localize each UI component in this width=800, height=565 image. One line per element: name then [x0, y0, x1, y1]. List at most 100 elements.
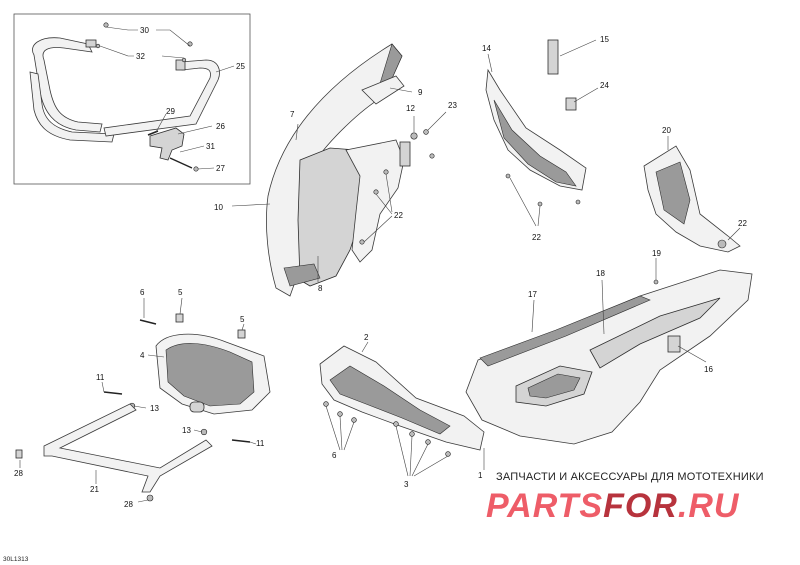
plug-28a: [15, 449, 23, 459]
leader-16: [677, 345, 707, 363]
leader-32: [99, 45, 134, 57]
leader-25: [215, 65, 235, 73]
callout-7: 7: [290, 110, 295, 119]
screw-3d: [445, 451, 451, 457]
grille-mesh: [165, 343, 255, 407]
grille-lamp: [189, 401, 205, 413]
screw-6c: [351, 417, 357, 423]
leader-9: [389, 87, 413, 93]
callout-24: 24: [600, 81, 609, 90]
callout-20: 20: [662, 126, 671, 135]
callout-30: 30: [140, 26, 149, 35]
rivet-22g: [575, 199, 581, 205]
leader-13a: [133, 405, 147, 409]
callout-2: 2: [364, 333, 369, 342]
screw-3c: [425, 439, 431, 445]
grommet-22: [717, 239, 727, 249]
callout-11-left: 11: [96, 373, 105, 382]
nut-32-left: [95, 43, 101, 49]
leader-13b: [193, 429, 203, 433]
callout-29: 29: [166, 107, 175, 116]
leader-27: [197, 167, 215, 170]
leader-26: [177, 125, 213, 135]
clip-5a: [175, 313, 184, 323]
callout-5-right: 5: [240, 315, 245, 324]
screw-3a: [393, 421, 399, 427]
callout-1: 1: [478, 471, 483, 480]
tube-end-cap-right: [175, 59, 186, 71]
leader-22-a: [375, 193, 393, 215]
callout-31: 31: [206, 142, 215, 151]
callout-6-top: 6: [140, 288, 145, 297]
callout-11-right: 11: [256, 439, 265, 448]
leader-5b: [241, 323, 245, 331]
diagram-code: 30L1313: [3, 556, 29, 563]
watermark-logo: PARTSFOR.RU: [486, 487, 740, 525]
leader-6-c: [343, 421, 355, 451]
washer-13b: [200, 428, 208, 436]
callout-18: 18: [596, 269, 605, 278]
bracket-15: [547, 39, 559, 75]
leader-31: [179, 145, 205, 153]
rivet-19: [653, 279, 659, 285]
leader-22-f: [537, 205, 541, 227]
side-fairing-17-trim: [479, 295, 651, 367]
callout-5-top: 5: [178, 288, 183, 297]
brace-9: [361, 75, 405, 105]
inset-frame: [13, 13, 251, 185]
side-panel-14-group: 14 15 24 22: [482, 35, 609, 242]
leader-3-c: [411, 443, 429, 477]
fairing-vent-inner: [527, 373, 581, 399]
callout-22-center: 22: [394, 211, 403, 220]
leader-32b: [161, 55, 185, 59]
callout-6-bottom: 6: [332, 451, 337, 460]
clip-16: [667, 335, 681, 353]
rivet-22e: [505, 173, 511, 179]
leader-17: [531, 299, 535, 333]
screw-6a: [323, 401, 329, 407]
leader-6-a: [325, 405, 341, 451]
callout-28-left: 28: [14, 469, 23, 478]
callout-32: 32: [136, 52, 145, 61]
callout-4: 4: [140, 351, 145, 360]
leader-6-b: [339, 415, 343, 451]
callout-16: 16: [704, 365, 713, 374]
leader-3-a: [395, 425, 409, 477]
callout-23: 23: [448, 101, 457, 110]
side-panel-14-shade: [493, 99, 577, 187]
screw-3b: [409, 431, 415, 437]
nut-27: [193, 166, 199, 172]
screw-30-left: [103, 22, 109, 28]
washer-12: [410, 132, 418, 140]
callout-10: 10: [214, 203, 223, 212]
rivet-22f: [537, 201, 543, 207]
callout-13-right: 13: [150, 404, 159, 413]
leader-2: [361, 341, 369, 353]
callout-28-bottom: 28: [124, 500, 133, 509]
callout-19: 19: [652, 249, 661, 258]
clip-24: [565, 97, 577, 111]
leader-7: [295, 123, 299, 141]
callout-22-right: 22: [738, 219, 747, 228]
leader-28b: [137, 499, 149, 503]
clip-5b: [237, 329, 246, 339]
leader-22-g: [727, 227, 741, 241]
leader-11a: [101, 381, 105, 393]
leader-22-c: [363, 215, 393, 243]
leader-22-e: [509, 177, 537, 227]
logo-main: PARTS: [486, 487, 603, 525]
rivet-22a: [359, 239, 365, 245]
leader-30b: [156, 29, 191, 47]
rivet-22c: [383, 169, 389, 175]
tube-end-cap-left: [85, 39, 97, 48]
callout-9: 9: [418, 88, 423, 97]
rivet-22b: [373, 189, 379, 195]
callout-17: 17: [528, 290, 537, 299]
leader-15: [559, 39, 597, 57]
leader-4: [147, 354, 165, 358]
lower-panel-2-shade: [329, 365, 451, 435]
bumper-inset: 30 32 25 29 26 31 27: [13, 13, 251, 185]
callout-27: 27: [216, 164, 225, 173]
side-panel-20: [643, 145, 741, 253]
